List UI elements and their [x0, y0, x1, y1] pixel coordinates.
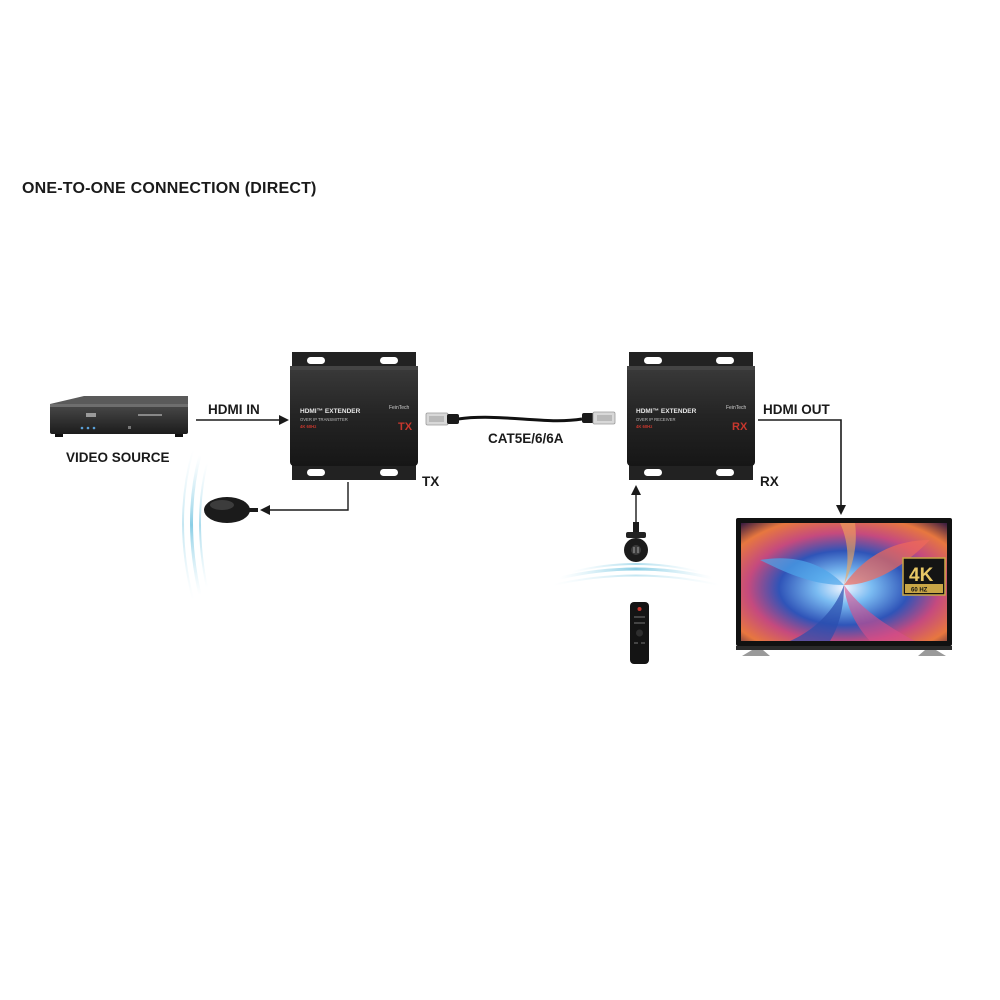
ir-receiver-icon	[624, 522, 648, 562]
cable-label: CAT5E/6/6A	[488, 431, 564, 446]
hdmi-out-label: HDMI OUT	[763, 402, 830, 417]
rx-extender: HDMI™ EXTENDER OVER IP RECEIVER 4K 60Hz …	[627, 352, 755, 480]
rx-label: RX	[760, 474, 779, 489]
diagram-title: ONE-TO-ONE CONNECTION (DIRECT)	[22, 180, 317, 197]
remote-control-icon	[630, 602, 649, 664]
tx-badge: TX	[398, 421, 413, 433]
rx-brand: FeinTech	[726, 405, 747, 411]
rj45-connector-icon	[425, 412, 459, 426]
rj45-connector-icon	[582, 411, 616, 425]
rx-line2: OVER IP RECEIVER	[636, 417, 675, 422]
tx-label: TX	[422, 474, 439, 489]
tx-line1: HDMI™ EXTENDER	[300, 408, 361, 415]
4k-badge-small: 60 HZ	[911, 588, 928, 594]
ir-wave-left	[182, 449, 208, 601]
4k-badge: 4K 60 HZ	[902, 557, 946, 596]
rx-line3: 4K 60Hz	[636, 424, 652, 429]
tx-brand: FeinTech	[389, 405, 410, 411]
tx-line3: 4K 60Hz	[300, 424, 316, 429]
video-source-label: VIDEO SOURCE	[66, 450, 170, 465]
hdmi-out-arrow	[758, 419, 846, 515]
ir-wave-right	[552, 563, 720, 586]
4k-badge-big: 4K	[909, 565, 934, 586]
ir-emitter-icon	[204, 497, 258, 523]
video-source-device	[50, 396, 188, 437]
tx-extender: HDMI™ EXTENDER OVER IP TRANSMITTER 4K 60…	[290, 352, 418, 480]
tx-line2: OVER IP TRANSMITTER	[300, 417, 348, 422]
rx-badge: RX	[732, 421, 748, 433]
tx-ir-cable	[260, 482, 349, 515]
rx-line1: HDMI™ EXTENDER	[636, 408, 697, 415]
network-cable	[425, 411, 616, 426]
hdmi-in-label: HDMI IN	[208, 402, 260, 417]
